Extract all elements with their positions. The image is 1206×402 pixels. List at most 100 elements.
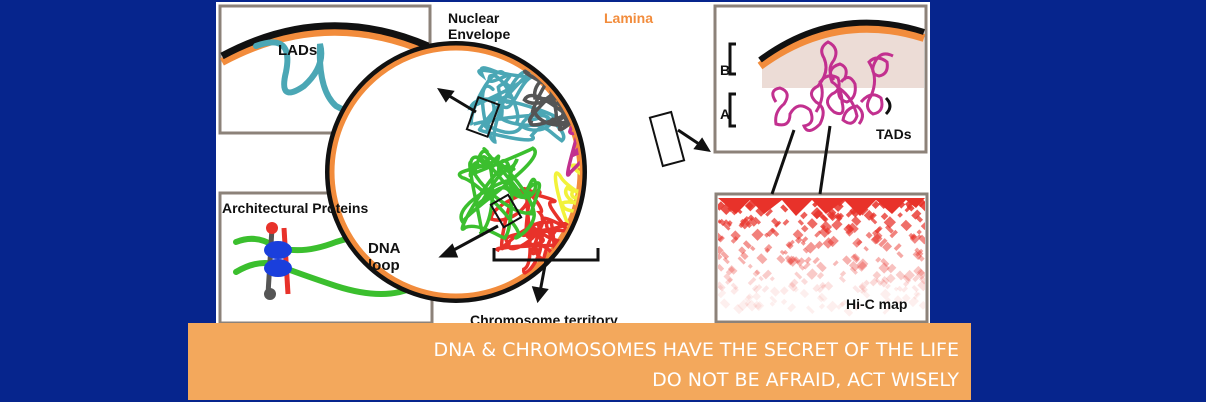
hic-cell — [826, 300, 838, 313]
hic-cell — [814, 230, 822, 238]
hic-cell — [836, 301, 845, 310]
hic-cell — [920, 222, 925, 230]
hic-cell — [889, 229, 898, 239]
label-a: A — [720, 106, 731, 122]
hic-cell — [913, 291, 920, 297]
hic-cell — [753, 216, 762, 225]
hic-cell — [800, 211, 808, 220]
hic-cell — [793, 287, 799, 293]
hic-cell — [801, 224, 809, 233]
pointer-arrows — [437, 87, 711, 304]
hic-cell — [878, 262, 890, 274]
figure-graphics — [218, 4, 929, 325]
hic-cell — [718, 201, 725, 211]
hic-cell — [730, 286, 739, 295]
territory-green — [457, 146, 542, 240]
protein-blue-top — [264, 241, 292, 259]
hic-cell — [812, 256, 820, 265]
hic-cell — [740, 251, 749, 260]
hic-cell — [744, 294, 752, 302]
hic-cell — [917, 198, 925, 208]
hic-cell — [799, 288, 810, 299]
hic-cell — [752, 300, 762, 310]
hic-cell — [856, 261, 868, 272]
hic-cell — [842, 255, 852, 266]
hic-cell — [852, 253, 861, 262]
hic-cell — [885, 273, 896, 284]
hic-cell — [751, 284, 759, 292]
hic-cell — [737, 299, 749, 311]
hic-cell — [900, 219, 912, 232]
hic-cell — [838, 275, 846, 283]
hic-cell — [795, 257, 806, 267]
hic-cell — [754, 301, 765, 312]
hic-cell — [911, 209, 922, 220]
hic-cell — [764, 243, 773, 253]
label-lads: LADs — [278, 42, 318, 59]
hic-cell — [918, 300, 925, 310]
hic-cell — [769, 286, 781, 297]
hic-cell — [783, 249, 788, 255]
hic-cell — [780, 204, 789, 213]
hic-cell — [784, 254, 795, 265]
hic-cell — [863, 246, 869, 252]
hic-cell — [727, 265, 738, 275]
hic-cell — [787, 303, 797, 313]
hic-cell — [747, 277, 757, 286]
hic-cell — [792, 229, 804, 241]
hic-cell — [806, 305, 815, 314]
hic-cell — [814, 240, 824, 250]
hic-cell — [723, 219, 732, 228]
hic-cell — [787, 281, 798, 292]
hic-cell — [916, 234, 922, 239]
hic-cell — [818, 303, 826, 310]
hic-cell — [871, 233, 883, 245]
hic-cell — [893, 286, 899, 292]
hic-cell — [738, 222, 745, 229]
hic-cell — [816, 295, 825, 303]
label-lamina: Lamina — [604, 10, 654, 26]
hic-cell — [917, 268, 925, 277]
hic-cell — [878, 238, 888, 248]
hic-cell — [745, 293, 754, 301]
hic-cell — [761, 285, 770, 293]
label-architectural-proteins: Architectural Proteins — [222, 200, 369, 216]
lamina-band — [220, 27, 430, 66]
hic-cell — [902, 275, 912, 284]
hic-cell — [885, 224, 894, 234]
hic-diagonal-band — [718, 198, 925, 216]
label-b: B — [720, 62, 731, 78]
hic-cell — [839, 270, 847, 277]
hic-cell — [850, 253, 860, 264]
hic-cell — [917, 280, 925, 292]
hic-cell — [804, 256, 812, 264]
hic-cell — [919, 275, 925, 285]
hic-cell — [875, 256, 882, 263]
hic-cell — [800, 277, 808, 286]
hic-cell — [718, 263, 725, 272]
hic-cell — [856, 258, 869, 271]
hic-cell — [839, 299, 848, 308]
hic-cell — [770, 227, 780, 237]
hic-cell — [744, 299, 752, 306]
hic-cell — [869, 277, 879, 287]
label-dna-loop: DNA loop — [368, 240, 401, 274]
caption-line-2: DO NOT BE AFRAID, ACT WISELY — [652, 369, 959, 391]
hic-cell — [800, 240, 806, 246]
hic-cell — [797, 219, 804, 226]
hic-cell — [872, 271, 882, 280]
hic-cell — [848, 261, 860, 272]
hic-cell — [787, 255, 799, 267]
hic-cell — [764, 247, 771, 254]
label-nuclear-envelope: Nuclear Envelope — [448, 10, 511, 42]
hic-cell — [752, 292, 761, 301]
hic-heatmap — [718, 198, 925, 317]
hic-cell — [742, 240, 752, 249]
tads-panel — [713, 4, 928, 154]
hic-cell — [881, 275, 890, 285]
hic-cell — [745, 221, 753, 229]
hic-cell — [897, 212, 903, 218]
hic-cell — [769, 295, 778, 304]
hic-cell — [915, 215, 924, 223]
hic-cell — [851, 215, 862, 226]
